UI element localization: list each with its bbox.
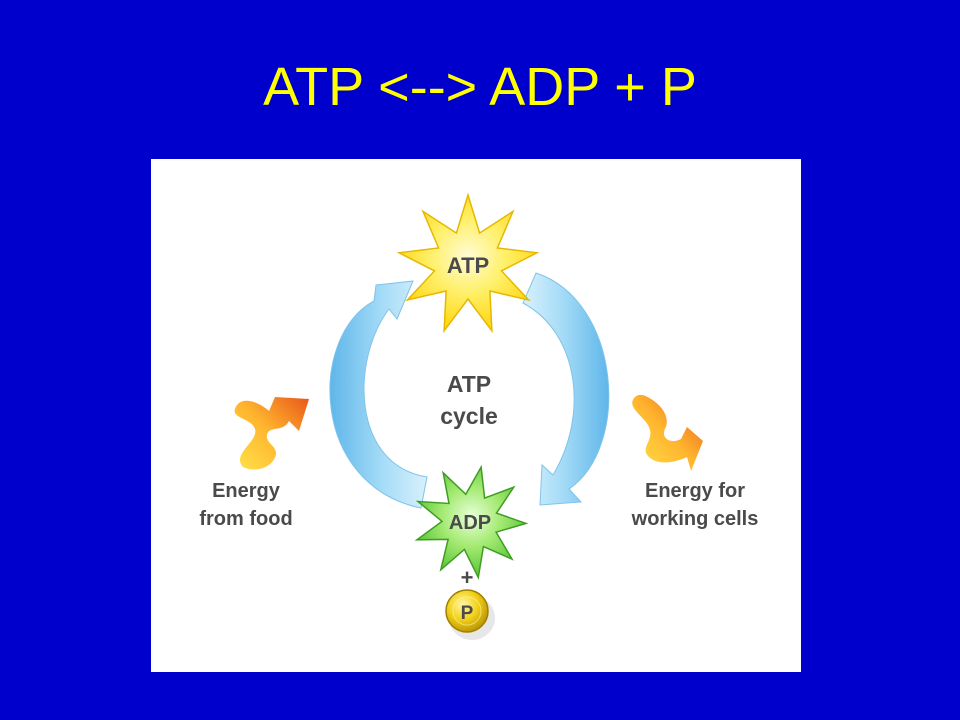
plus-sign: + — [461, 565, 474, 590]
phosphate-label: P — [461, 603, 474, 624]
left-caption-line2: from food — [199, 508, 292, 530]
adp-burst-label: ADP — [449, 512, 491, 534]
energy-squiggle-arrow-icon — [234, 397, 309, 470]
right-caption-line2: working cells — [631, 508, 759, 530]
curved-arrow-up-icon — [329, 280, 428, 509]
right-caption-line1: Energy for — [645, 480, 745, 502]
diagram-panel: ATP ATP cycle ADP + P Energy from food E… — [151, 159, 801, 672]
energy-squiggle-arrow-icon — [632, 394, 703, 471]
center-label-line1: ATP — [447, 371, 491, 397]
curved-arrow-down-icon — [522, 272, 610, 506]
atp-cycle-diagram: ATP ATP cycle ADP + P Energy from food E… — [199, 192, 759, 640]
phosphate-ball-icon — [445, 589, 495, 640]
left-caption-line1: Energy — [212, 480, 281, 502]
adp-starburst-icon — [414, 464, 529, 580]
atp-burst-label: ATP — [447, 253, 489, 278]
slide-title: ATP <--> ADP + P — [263, 57, 697, 117]
atp-starburst-icon — [396, 192, 540, 334]
center-label-line2: cycle — [440, 403, 498, 429]
